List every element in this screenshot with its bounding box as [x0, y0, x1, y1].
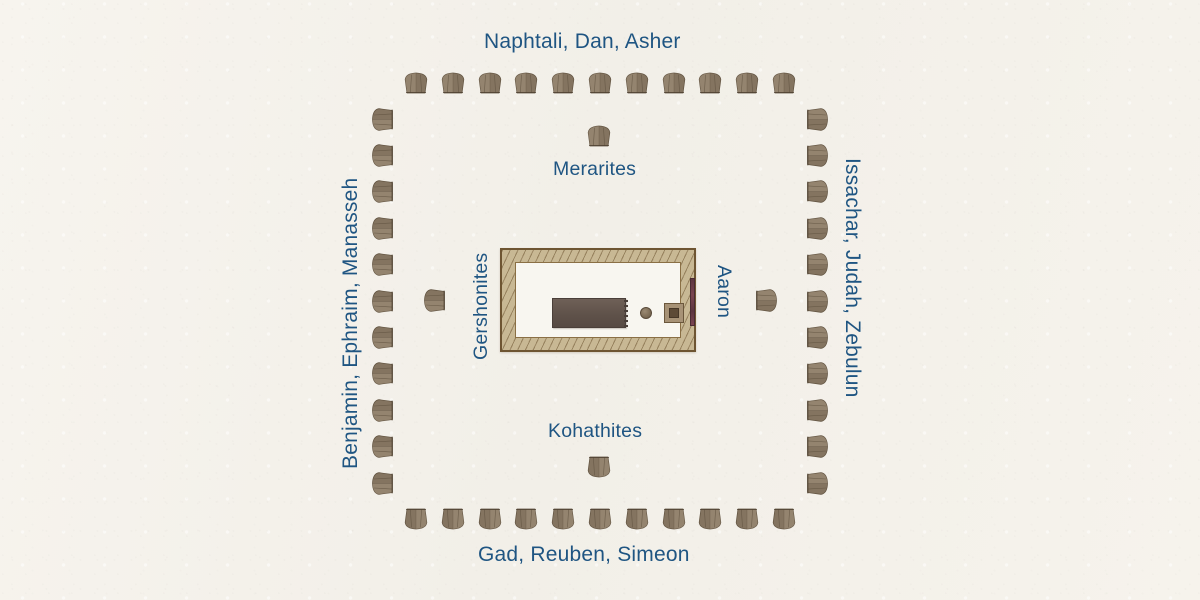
altar-of-burnt-offering-icon	[664, 303, 684, 323]
tent-north-8	[661, 71, 687, 94]
tent-north-6	[587, 71, 613, 94]
tent-gershonites	[423, 287, 446, 313]
tent-north-10	[734, 71, 760, 94]
tabernacle-fringe-icon	[624, 300, 628, 328]
tent-east-9	[807, 397, 830, 423]
laver-basin-icon	[640, 307, 652, 319]
tent-south-11	[771, 508, 797, 531]
tent-kohathites	[586, 456, 612, 479]
tent-east-6	[807, 288, 830, 314]
tent-east-10	[807, 434, 830, 460]
tent-west-2	[371, 142, 394, 168]
tent-west-8	[371, 361, 394, 387]
tent-merarites	[586, 124, 612, 147]
tribe-label-west: Benjamin, Ephraim, Manasseh	[339, 177, 362, 469]
tent-west-4	[371, 215, 394, 241]
tent-north-11	[771, 71, 797, 94]
tent-south-7	[624, 508, 650, 531]
tent-north-4	[513, 71, 539, 94]
tent-south-8	[661, 508, 687, 531]
tent-north-2	[440, 71, 466, 94]
tent-east-3	[807, 179, 830, 205]
tent-south-6	[587, 508, 613, 531]
tent-south-3	[477, 508, 503, 531]
altar-core-icon	[669, 308, 679, 318]
tent-south-2	[440, 508, 466, 531]
tent-north-7	[624, 71, 650, 94]
tent-east-5	[807, 252, 830, 278]
tribe-label-south: Gad, Reuben, Simeon	[478, 543, 690, 566]
tent-south-10	[734, 508, 760, 531]
tent-east-2	[807, 142, 830, 168]
levite-label-gershonites: Gershonites	[470, 252, 492, 360]
courtyard-interior	[515, 262, 684, 338]
tent-north-5	[550, 71, 576, 94]
levite-label-merarites: Merarites	[553, 158, 637, 180]
tent-north-1	[403, 71, 429, 94]
tent-west-7	[371, 324, 394, 350]
tent-south-9	[697, 508, 723, 531]
tent-east-8	[807, 361, 830, 387]
tent-south-1	[403, 508, 429, 531]
tent-west-5	[371, 252, 394, 278]
levite-label-aaron: Aaron	[713, 265, 735, 319]
tabernacle-courtyard	[500, 248, 696, 352]
tribe-label-north: Naphtali, Dan, Asher	[484, 30, 681, 53]
tent-south-5	[550, 508, 576, 531]
tent-north-3	[477, 71, 503, 94]
tent-west-3	[371, 179, 394, 205]
tent-west-1	[371, 106, 394, 132]
courtyard-gate-east-icon	[690, 278, 695, 326]
tent-west-6	[371, 288, 394, 314]
levite-label-kohathites: Kohathites	[548, 420, 643, 442]
tent-east-7	[807, 324, 830, 350]
tent-east-1	[807, 106, 830, 132]
tent-north-9	[697, 71, 723, 94]
tent-west-9	[371, 397, 394, 423]
tent-south-4	[513, 508, 539, 531]
tent-aaron	[756, 287, 779, 313]
tribe-label-east: Issachar, Judah, Zebulun	[841, 158, 864, 398]
tent-east-11	[807, 470, 830, 496]
tent-east-4	[807, 215, 830, 241]
tabernacle-tent-icon	[552, 298, 628, 328]
tent-west-10	[371, 434, 394, 460]
tent-west-11	[371, 470, 394, 496]
